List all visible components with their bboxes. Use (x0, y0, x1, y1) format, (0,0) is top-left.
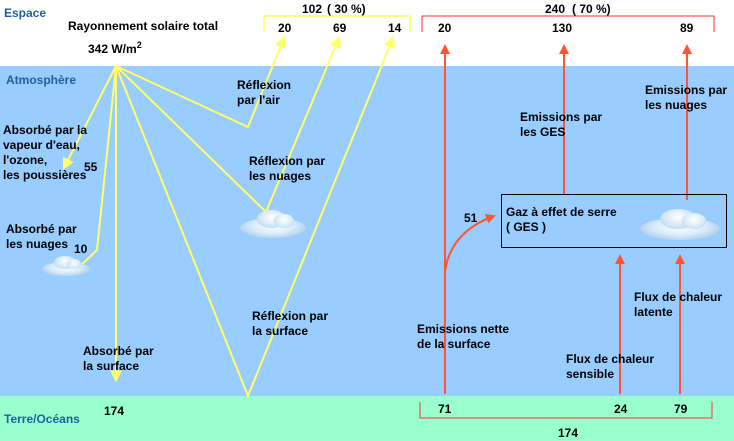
label-emissions-nuages-line2: les nuages (645, 98, 708, 112)
atmosphere-band (0, 66, 734, 396)
label-reflexion-surface: Réflexion par la surface (252, 309, 328, 339)
label-flux-sensible: Flux de chaleur sensible (566, 352, 654, 382)
label-ges: Gaz à effet de serre ( GES ) (506, 205, 617, 235)
reflected-surface-value: 14 (388, 21, 402, 35)
ray-reflexion-surface (115, 35, 395, 399)
zone-label-atmosphere: Atmosphère (6, 73, 77, 87)
label-absorbe-nuages-line1: Absorbé par (6, 222, 77, 236)
surface-net-value: 71 (438, 402, 452, 416)
label-flux-sensible-line1: Flux de chaleur (566, 352, 655, 366)
label-reflexion-nuages-line2: les nuages (249, 169, 312, 183)
label-reflexion-surface-line1: Réflexion par (252, 309, 329, 323)
sensible-value: 24 (614, 402, 628, 416)
label-absorbe-vapeur: Absorbé par la vapeur d'eau, l'ozone, le… (3, 123, 87, 183)
label-ges-line2: ( GES ) (506, 220, 547, 234)
label-reflexion-surface-line2: la surface (252, 324, 309, 338)
label-absorbe-nuages: Absorbé par les nuages (6, 222, 77, 252)
label-emissions-ges-line2: les GES (520, 125, 566, 139)
reflected-percent: ( 30 %) (327, 2, 366, 16)
emitted-total: 240 (545, 2, 566, 16)
absorbe-vapeur-value: 55 (84, 160, 98, 174)
label-emissions-surface-line1: Emissions nette (417, 322, 510, 336)
surface-total-value: 174 (558, 426, 579, 440)
label-reflexion-air-line2: par l'air (237, 93, 280, 107)
label-flux-sensible-line2: sensible (566, 367, 615, 381)
latent-value: 79 (674, 402, 688, 416)
solar-value-exponent: 2 (136, 40, 142, 50)
label-absorbe-nuages-line2: les nuages (6, 237, 69, 251)
emitted-percent: ( 70 %) (572, 2, 611, 16)
reflected-clouds-value: 69 (333, 21, 347, 35)
label-emissions-nuages-line1: Emissions par (645, 83, 728, 97)
solar-value-text: 342 W/m (88, 42, 137, 56)
label-reflexion-air-line1: Réflexion (237, 78, 292, 92)
label-emissions-surface: Emissions nette de la surface (417, 322, 509, 352)
cloud-reflecting (240, 210, 306, 238)
label-emissions-ges-line1: Emissions par (520, 110, 603, 124)
reflected-bracket (263, 15, 411, 32)
label-emissions-ges: Emissions par les GES (520, 110, 602, 140)
cloud-ges (640, 209, 720, 240)
space-band (0, 0, 734, 66)
label-flux-latent-line2: latente (634, 305, 673, 319)
label-absorbe-vapeur-line1: Absorbé par la (3, 123, 88, 137)
label-absorbe-surface-line1: Absorbé par (83, 344, 154, 358)
label-absorbe-surface-line2: la surface (83, 359, 140, 373)
emitted-bracket (421, 15, 715, 32)
label-emissions-surface-line2: de la surface (417, 337, 491, 351)
label-ges-line1: Gaz à effet de serre (506, 205, 617, 219)
solar-value: 342 W/m2 (88, 38, 142, 57)
ray-reflexion-air (115, 35, 286, 129)
solar-title: Rayonnement solaire total (68, 19, 219, 33)
cloud-absorbing (42, 256, 90, 276)
ges-absorption-value: 51 (464, 211, 478, 225)
ges-box (501, 194, 727, 248)
label-flux-latent: Flux de chaleur latente (634, 290, 722, 320)
zone-label-space: Espace (4, 6, 47, 20)
label-absorbe-surface: Absorbé par la surface (83, 344, 154, 374)
label-emissions-nuages: Emissions par les nuages (645, 83, 727, 113)
absorbe-surface-value: 174 (104, 404, 125, 418)
ray-reflexion-nuages (115, 35, 341, 214)
label-absorbe-vapeur-line3: l'ozone, (3, 153, 48, 167)
emitted-surface-value: 20 (438, 21, 452, 35)
label-reflexion-air: Réflexion par l'air (237, 78, 291, 108)
label-absorbe-vapeur-line2: vapeur d'eau, (3, 138, 80, 152)
ray-absorbe-vapeur (62, 65, 117, 171)
surface-bracket (419, 402, 713, 419)
ir-surface-to-ges (444, 214, 496, 273)
absorbe-nuages-value: 10 (74, 242, 88, 256)
label-reflexion-nuages-line1: Réflexion par (249, 154, 326, 168)
emitted-ges-value: 130 (552, 21, 573, 35)
reflected-total: 102 (302, 2, 323, 16)
label-flux-latent-line1: Flux de chaleur (634, 290, 723, 304)
reflected-air-value: 20 (278, 21, 292, 35)
emitted-clouds-value: 89 (680, 21, 694, 35)
zone-label-earth: Terre/Océans (4, 412, 80, 426)
label-absorbe-vapeur-line4: les poussières (3, 168, 87, 182)
label-reflexion-nuages: Réflexion par les nuages (249, 154, 325, 184)
